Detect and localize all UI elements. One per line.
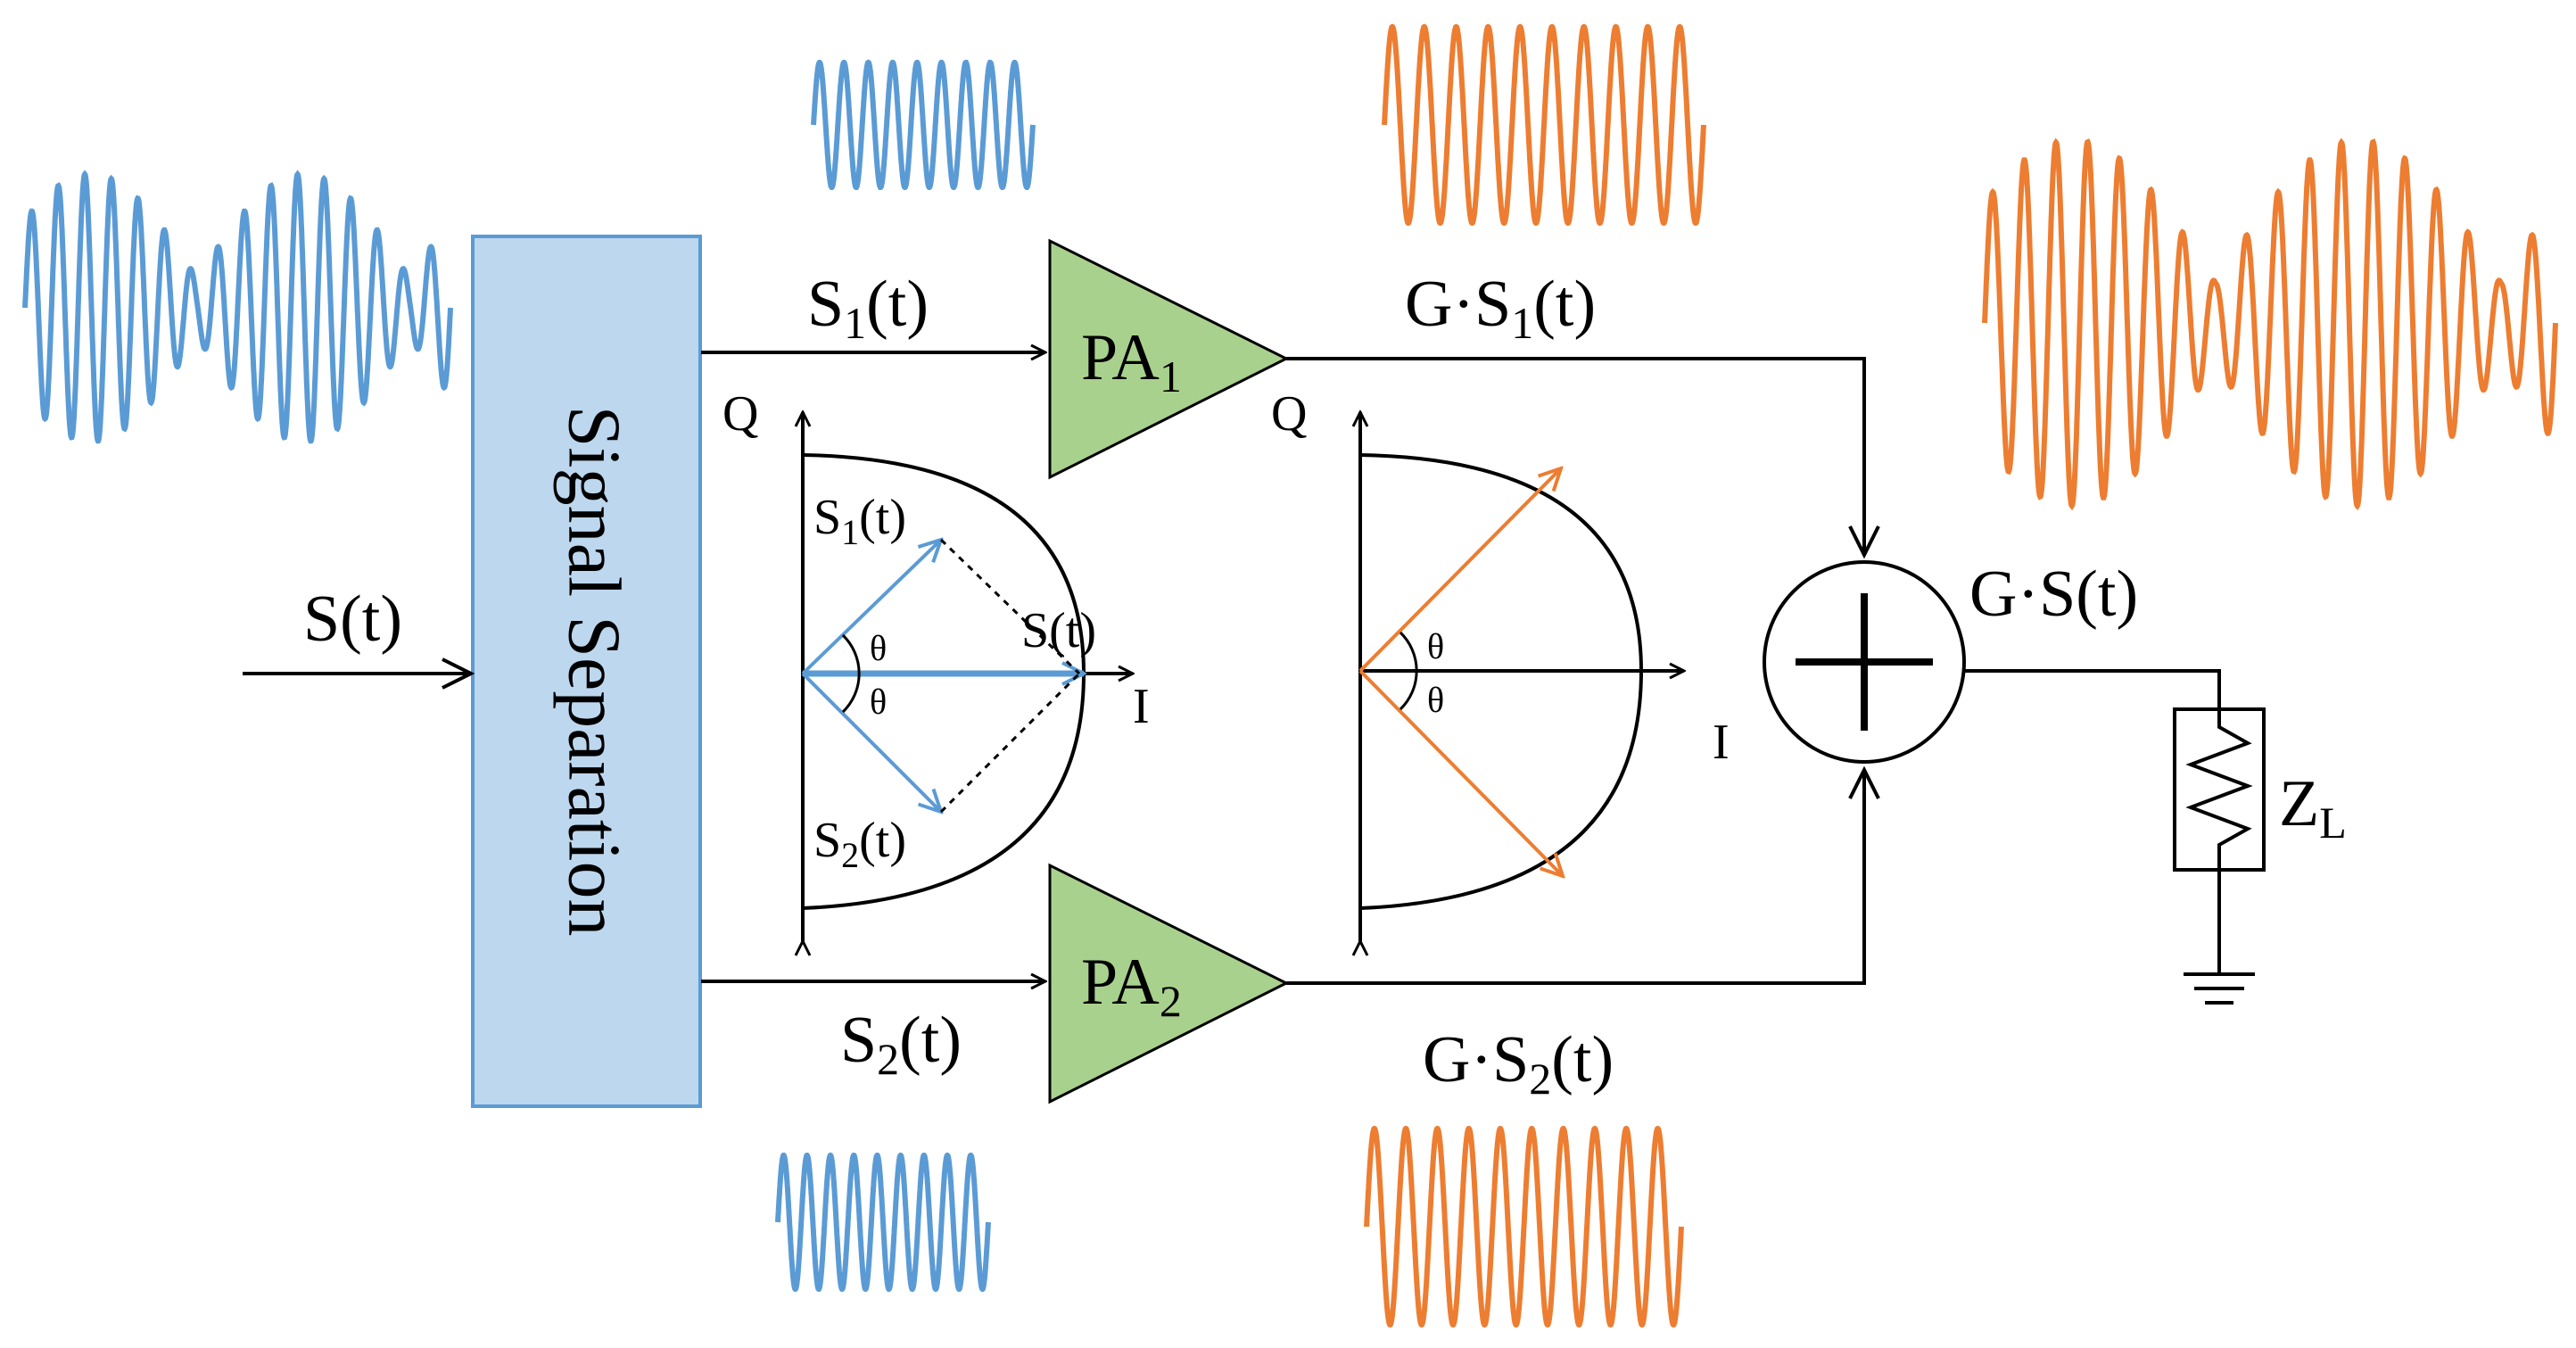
phasor-diagram-left: Q I θ θ S1(t) S2(t) S(t)	[722, 386, 1150, 941]
pa2-amplifier	[1048, 863, 1290, 1104]
pa1-label: PA1	[1081, 321, 1182, 401]
theta-right-top: θ	[1427, 626, 1444, 666]
out1-label: G·S1(t)	[1405, 268, 1596, 348]
s2-waveform	[775, 1152, 991, 1293]
g-s1-waveform	[1382, 23, 1706, 227]
output-label: G·S(t)	[1969, 558, 2138, 631]
s2-phasor	[801, 672, 941, 812]
output-waveform	[1982, 137, 2558, 511]
output-line	[1964, 669, 2221, 709]
s1-phasor	[801, 540, 941, 675]
g-s2-waveform	[1364, 1125, 1684, 1328]
plus-combiner-icon	[1763, 560, 1966, 764]
input-label: S(t)	[303, 583, 402, 656]
input-waveform	[22, 170, 453, 444]
theta-left-bottom: θ	[870, 682, 887, 722]
signal-separation-block	[471, 235, 702, 1108]
phasor-diagram-right: Q I θ θ	[1271, 386, 1730, 941]
pa1-amplifier	[1048, 238, 1290, 480]
dashed-s2-to-s	[939, 672, 1081, 814]
s-phasor-label: S(t)	[1021, 603, 1096, 658]
waveforms	[22, 23, 2558, 1328]
i-axis-left-label: I	[1133, 679, 1150, 734]
pa2-label: PA2	[1081, 946, 1182, 1026]
theta-arc-left	[841, 633, 861, 714]
resistor-icon	[2173, 707, 2266, 872]
out1-line	[1286, 357, 1864, 555]
s2-phasor-label: S2(t)	[813, 813, 906, 875]
out2-label: G·S2(t)	[1423, 1023, 1614, 1104]
out2-line	[1286, 770, 1864, 985]
branch1-label: S1(t)	[807, 268, 929, 348]
s1-phasor-label: S1(t)	[813, 490, 906, 552]
g-s1-phasor	[1358, 468, 1561, 673]
g-s2-phasor	[1358, 669, 1563, 876]
q-axis-right-label: Q	[1271, 386, 1307, 442]
semicircle-right	[1359, 453, 1644, 910]
q-axis-left-label: Q	[722, 386, 758, 442]
signal-separation-label: Signal Separation	[553, 406, 636, 937]
load-label: ZL	[2279, 767, 2347, 848]
theta-left-top: θ	[870, 628, 887, 668]
theta-arc-right	[1399, 631, 1418, 711]
i-axis-right-label: I	[1713, 715, 1730, 770]
theta-right-bottom: θ	[1427, 680, 1444, 720]
ground-icon	[2184, 870, 2255, 1005]
branch2-label: S2(t)	[840, 1004, 962, 1084]
s1-waveform	[811, 59, 1036, 191]
